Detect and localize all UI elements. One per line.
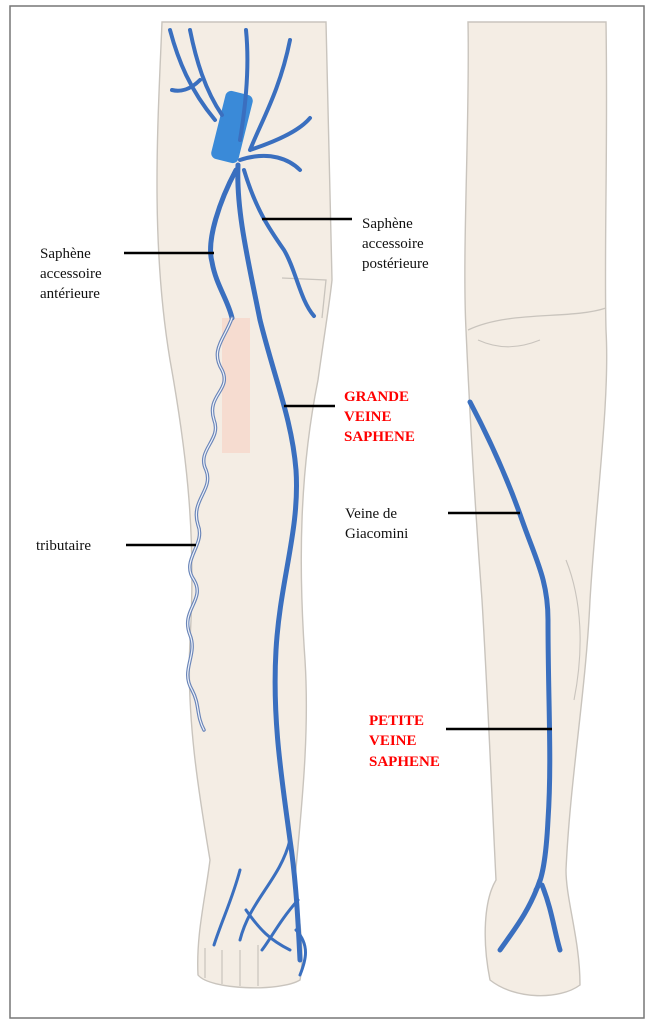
label-saphene-accessoire-anterieure: Saphène accessoire antérieure — [40, 246, 105, 302]
label-grande-veine-saphene: GRANDE VEINE SAPHENE — [344, 389, 415, 445]
right-leg-back-view — [464, 21, 608, 997]
tissue-highlight — [222, 318, 250, 453]
petite-veine-saphene — [467, 399, 563, 953]
label-saphene-accessoire-posterieure: Saphène accessoire postérieure — [362, 216, 429, 272]
saphene-accessoire-anterieure — [208, 167, 239, 321]
leader-lines — [124, 217, 552, 731]
veins — [168, 28, 563, 977]
left-leg-front-view — [156, 21, 333, 989]
label-petite-veine-saphene: PETITE VEINE SAPHENE — [369, 713, 440, 770]
label-veine-de-giacomini: Veine de Giacomini — [345, 506, 408, 542]
label-tributaire: tributaire — [36, 538, 91, 554]
saphene-accessoire-posterieure — [242, 168, 316, 318]
